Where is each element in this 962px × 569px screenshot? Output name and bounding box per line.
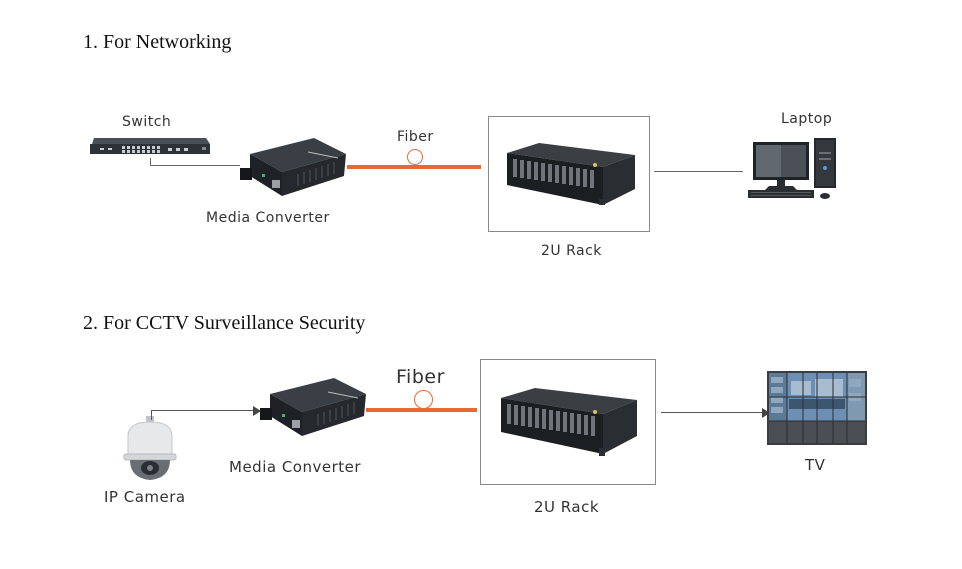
switch-connector-line (150, 165, 240, 166)
switch-connector-drop (150, 158, 151, 166)
rack-box (480, 359, 656, 485)
fiber-ring-icon (414, 390, 433, 409)
fiber-label: Fiber (397, 129, 434, 145)
camera-connector-riser (151, 410, 152, 420)
desktop-computer-icon (747, 138, 839, 202)
rack-icon (503, 143, 637, 209)
switch-icon (88, 136, 212, 158)
tv-label: TV (805, 456, 826, 474)
rack-to-computer-line (654, 171, 743, 172)
section-2-heading: 2. For CCTV Surveillance Security (83, 312, 366, 334)
fiber-ring-icon (407, 149, 423, 165)
switch-label: Switch (122, 114, 172, 130)
ip-camera-icon (118, 416, 182, 486)
rack-label: 2U Rack (541, 243, 602, 259)
media-converter-icon (258, 376, 368, 440)
video-wall-icon (767, 371, 867, 445)
ip-camera-label: IP Camera (104, 488, 186, 506)
fiber-label: Fiber (396, 366, 445, 388)
media-converter-label: Media Converter (229, 458, 362, 476)
arrow-head-icon (253, 406, 261, 416)
media-converter-label: Media Converter (206, 210, 330, 226)
fiber-line (366, 408, 477, 412)
rack-box (488, 116, 650, 232)
arrow-head-icon (762, 408, 770, 418)
rack-to-tv-line (661, 412, 763, 413)
fiber-line (347, 165, 481, 169)
rack-label: 2U Rack (534, 498, 600, 516)
laptop-label: Laptop (781, 111, 833, 127)
rack-icon (497, 388, 639, 458)
media-converter-icon (238, 136, 348, 200)
camera-connector-line (151, 410, 254, 411)
section-1-heading: 1. For Networking (83, 31, 232, 53)
